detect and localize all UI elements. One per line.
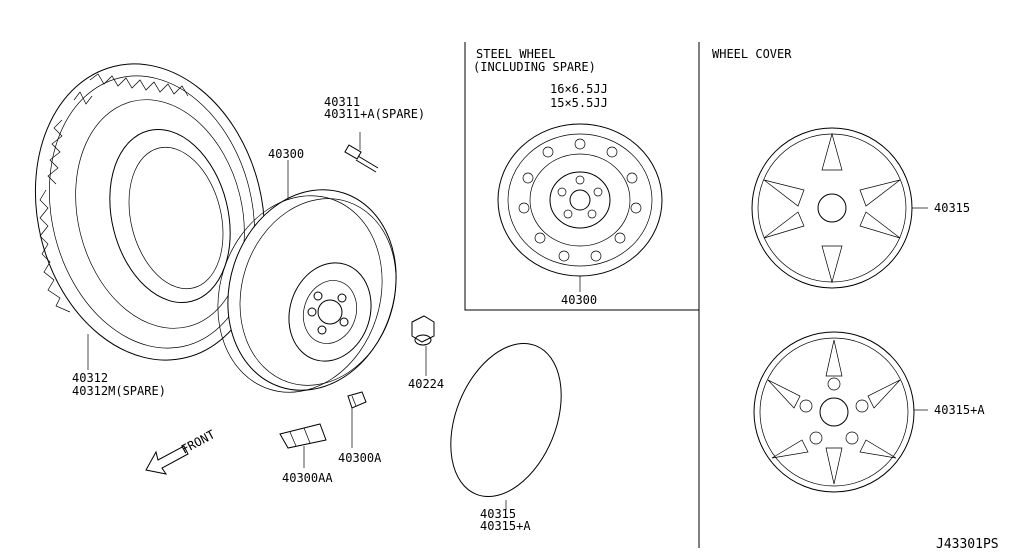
wheel-cover-1 [751,127,913,289]
front-label: FRONT [179,427,217,456]
callout-40315-a-cover2: 40315+A [934,403,985,417]
callout-40300aa: 40300AA [282,471,333,485]
wheel-size-16: 16×6.5JJ [550,82,608,96]
wheel-main [217,189,397,393]
tire [34,63,266,361]
callout-40300-main: 40300 [268,147,304,161]
callout-40312: 40312 [72,371,108,385]
callout-40300-steel: 40300 [561,293,597,307]
balance-weight-a [347,391,367,409]
callout-40224: 40224 [408,377,444,391]
valve-stem [344,144,379,173]
balance-weight-aa [279,423,327,449]
steel-wheel-title-line1: STEEL WHEEL [476,47,555,61]
wheel-size-15: 15×5.5JJ [550,96,608,110]
wheel-cover-2 [753,331,915,493]
callout-40311-a-spare: 40311+A(SPARE) [324,107,425,121]
wheel-cover-title: WHEEL COVER [712,47,792,61]
steel-wheel-title-line2: (INCLUDING SPARE) [473,60,596,74]
hub-cap-oval [450,342,562,498]
callout-40300a: 40300A [338,451,382,465]
diagram-id: J43301PS [936,537,999,552]
front-arrow-icon [145,445,189,475]
section-frames [464,42,700,548]
leader-lines [87,132,928,510]
steel-wheel-illustration [497,123,663,277]
callout-40312m-spare: 40312M(SPARE) [72,384,166,398]
callout-40311: 40311 [324,95,360,109]
lug-nut [411,315,435,346]
callout-40315-a-cap: 40315+A [480,519,531,533]
callout-40315-cover1: 40315 [934,201,970,215]
callout-40315-cap: 40315 [480,507,516,521]
